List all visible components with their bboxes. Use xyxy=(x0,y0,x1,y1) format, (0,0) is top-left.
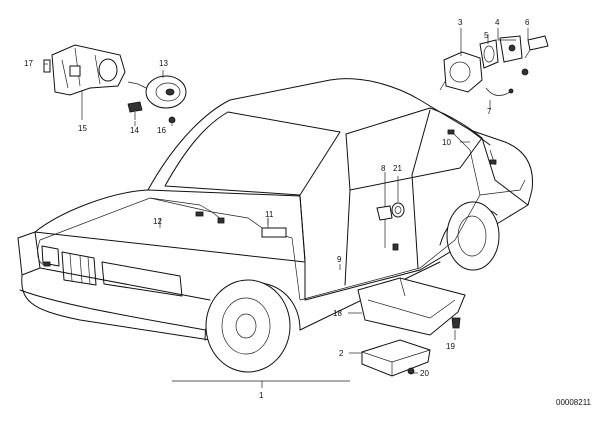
callout-2: 2 xyxy=(339,349,344,358)
bracket-assembly xyxy=(43,44,126,96)
callout-20: 20 xyxy=(420,369,429,378)
wiring-harness xyxy=(37,129,526,301)
callout-4: 4 xyxy=(495,18,500,27)
callout-21: 21 xyxy=(393,164,402,173)
callout-6: 6 xyxy=(525,18,530,27)
callout-11: 11 xyxy=(265,210,274,219)
callout-18: 18 xyxy=(333,309,342,318)
callout-7: 7 xyxy=(487,107,492,116)
callout-1: 1 xyxy=(259,391,264,400)
callout-17: 17 xyxy=(24,59,33,68)
callout-5: 5 xyxy=(484,31,489,40)
callout-19-lower: 19 xyxy=(446,342,455,351)
car-outline xyxy=(17,78,534,373)
callout-8: 8 xyxy=(381,164,386,173)
siren-assembly xyxy=(439,35,549,96)
callout-10: 10 xyxy=(442,138,451,147)
leader-lines xyxy=(44,28,529,388)
callout-15: 15 xyxy=(78,124,87,133)
callout-13: 13 xyxy=(159,59,168,68)
control-unit-assembly xyxy=(357,277,466,377)
callout-3: 3 xyxy=(458,18,463,27)
horn xyxy=(127,75,187,124)
callout-9: 9 xyxy=(337,255,342,264)
document-number: 00008211 xyxy=(556,398,592,407)
callout-14: 14 xyxy=(130,126,139,135)
callout-labels: 17 15 13 14 16 3 4 5 6 7 10 12 11 8 21 9… xyxy=(24,18,530,400)
callout-12: 12 xyxy=(153,217,162,226)
callout-16: 16 xyxy=(157,126,166,135)
